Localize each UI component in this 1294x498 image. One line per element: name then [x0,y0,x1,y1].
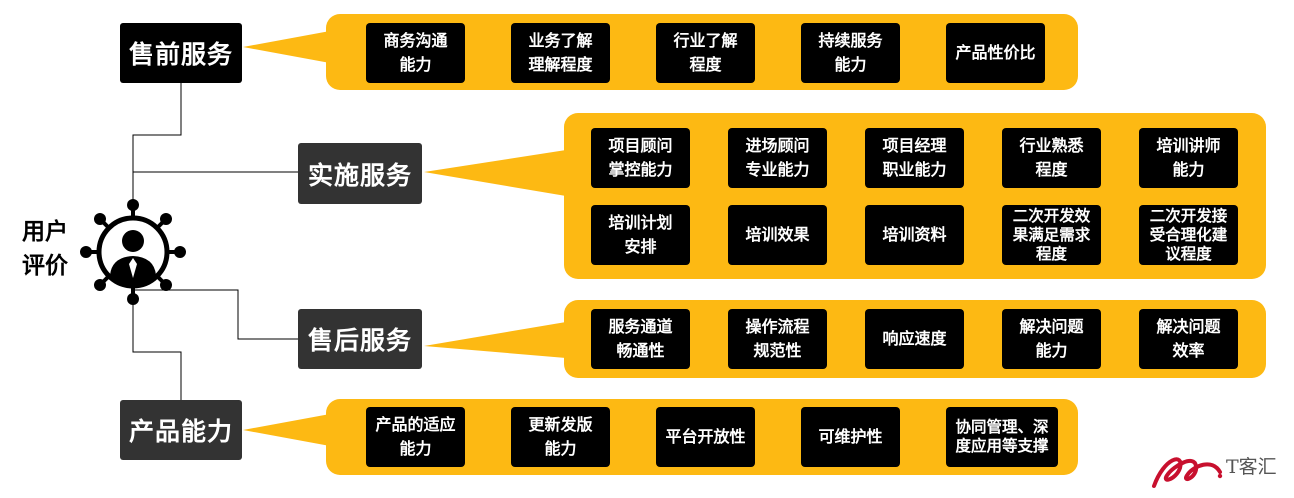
item-product: 可维护性 [801,407,900,467]
item-after-sales: 服务通道 畅通性 [591,309,690,369]
item-after-sales: 解决问题 效率 [1139,309,1238,369]
item-implementation: 二次开发效 果满足需求 程度 [1002,205,1101,265]
category-product: 产品能力 [120,400,242,460]
item-product: 产品的适应 能力 [366,407,465,467]
user-evaluation-label: 用户 评价 [22,219,68,279]
watermark-logo-icon [1152,457,1223,488]
item-pre-sales: 业务了解 理解程度 [511,23,610,83]
item-implementation: 培训效果 [728,205,827,265]
item-implementation: 培训计划 安排 [591,205,690,265]
item-implementation: 项目经理 职业能力 [865,128,964,188]
item-after-sales: 操作流程 规范性 [728,309,827,369]
item-implementation: 培训讲师 能力 [1139,128,1238,188]
watermark-text: T客汇 [1226,456,1277,478]
item-product: 协同管理、深 度应用等支撑 [946,407,1058,467]
item-implementation: 项目顾问 掌控能力 [591,128,690,188]
item-implementation: 行业熟悉 程度 [1002,128,1101,188]
callout-pointers [243,31,566,446]
item-pre-sales: 行业了解 程度 [656,23,755,83]
item-product: 更新发版 能力 [511,407,610,467]
item-product: 平台开放性 [656,407,755,467]
category-after-sales: 售后服务 [298,309,422,369]
category-implementation: 实施服务 [298,143,422,204]
item-pre-sales: 持续服务 能力 [801,23,900,83]
item-implementation: 培训资料 [865,205,964,265]
item-pre-sales: 产品性价比 [946,23,1045,83]
item-pre-sales: 商务沟通 能力 [366,23,465,83]
item-implementation: 进场顾问 专业能力 [728,128,827,188]
category-pre-sales: 售前服务 [120,23,242,83]
user-icon [80,199,186,305]
item-after-sales: 响应速度 [865,309,964,369]
item-implementation: 二次开发接 受合理化建 议程度 [1139,205,1238,265]
item-after-sales: 解决问题 能力 [1002,309,1101,369]
